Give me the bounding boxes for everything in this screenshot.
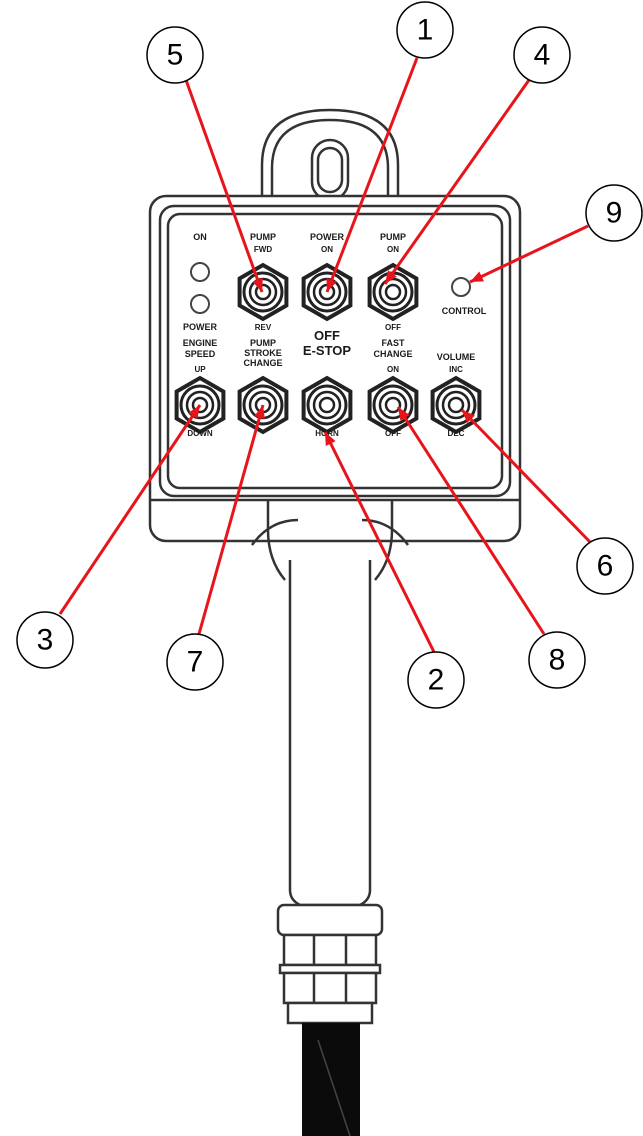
pump-on-light: [190, 262, 210, 282]
label-pump-fwd-title: PUMP: [250, 232, 276, 242]
callout-number: 6: [597, 550, 614, 583]
callout-3: 3: [16, 611, 74, 669]
label-up: UP: [194, 365, 206, 374]
callout-circle: [513, 26, 571, 84]
callout-8: 8: [528, 631, 586, 689]
label-rev: REV: [255, 323, 272, 332]
power-light: [190, 294, 210, 314]
label-fwd: FWD: [254, 245, 272, 254]
leader-line-7: [197, 404, 265, 635]
leader-arrowhead-8: [398, 407, 410, 421]
label-fast-on: ON: [387, 365, 399, 374]
switch-horn[interactable]: [301, 375, 353, 435]
label-fast-off: OFF: [385, 429, 401, 438]
switch-pump-fwd-rev[interactable]: [237, 262, 289, 322]
label-pump-off-state: OFF: [385, 323, 401, 332]
cable-gland: [276, 903, 384, 1025]
label-power-title: POWER: [310, 232, 345, 242]
leader-arrowhead-6: [462, 410, 475, 424]
label-volume: VOLUME: [437, 352, 476, 362]
label-power-on: ON: [321, 245, 333, 254]
callout-number: 3: [37, 624, 54, 657]
panel-text: ON POWER PUMP FWD REV POWER ON OFF E-STO…: [183, 232, 487, 438]
handle: [250, 500, 410, 907]
leader-line-2: [323, 431, 436, 653]
callouts: 1 2 3 4 5 6 7 8 9: [16, 1, 643, 709]
leader-line-6: [460, 408, 592, 544]
label-inc: INC: [449, 365, 463, 374]
leader-arrowhead-2: [325, 432, 336, 446]
callout-circle: [528, 631, 586, 689]
switch-volume[interactable]: [430, 375, 482, 435]
leader-arrowhead-5: [252, 278, 263, 292]
label-pump-on-off-title: PUMP: [380, 232, 406, 242]
callout-number: 9: [606, 197, 623, 230]
callout-circle: [576, 537, 634, 595]
label-off: OFF: [314, 328, 340, 343]
callout-circle: [396, 1, 454, 59]
mounting-tab: [260, 108, 400, 210]
callout-number: 4: [534, 39, 551, 72]
callout-4: 4: [513, 26, 571, 84]
switch-pump-on-off[interactable]: [367, 262, 419, 322]
callout-number: 8: [549, 644, 566, 677]
leader-arrowhead-9: [470, 271, 484, 282]
callout-circle: [16, 611, 74, 669]
control-light: [451, 277, 471, 297]
leader-arrowhead-3: [188, 405, 200, 419]
leader-line-1: [325, 57, 419, 293]
label-dec: DEC: [448, 429, 465, 438]
callout-number: 2: [428, 664, 445, 697]
callout-2: 2: [407, 651, 465, 709]
switches: [174, 262, 482, 435]
callout-number: 1: [417, 14, 434, 47]
leader-line-9: [469, 224, 589, 284]
callout-6: 6: [576, 537, 634, 595]
callout-circle: [166, 633, 224, 691]
label-pump-on-state: ON: [387, 245, 399, 254]
label-down: DOWN: [187, 429, 213, 438]
callout-7: 7: [166, 633, 224, 691]
leader-line-5: [184, 79, 264, 293]
leader-arrowhead-1: [326, 278, 337, 292]
callout-5: 5: [146, 26, 204, 84]
label-pump-on: ON: [193, 232, 207, 242]
indicator-lights: [190, 262, 471, 314]
callout-number: 5: [167, 39, 184, 72]
label-control: CONTROL: [442, 306, 487, 316]
leader-arrowhead-7: [254, 405, 265, 419]
leader-lines: [58, 57, 592, 653]
cable: [302, 1023, 360, 1136]
label-power-light: POWER: [183, 322, 218, 332]
label-estop: E-STOP: [303, 343, 351, 358]
leader-line-3: [58, 404, 202, 615]
leader-arrowhead-4: [385, 270, 397, 284]
leader-line-4: [383, 79, 531, 285]
leader-line-8: [396, 406, 546, 635]
callout-circle: [146, 26, 204, 84]
callout-circle: [585, 184, 643, 242]
callout-1: 1: [396, 1, 454, 59]
callout-number: 7: [187, 646, 204, 679]
callout-9: 9: [585, 184, 643, 242]
callout-circle: [407, 651, 465, 709]
